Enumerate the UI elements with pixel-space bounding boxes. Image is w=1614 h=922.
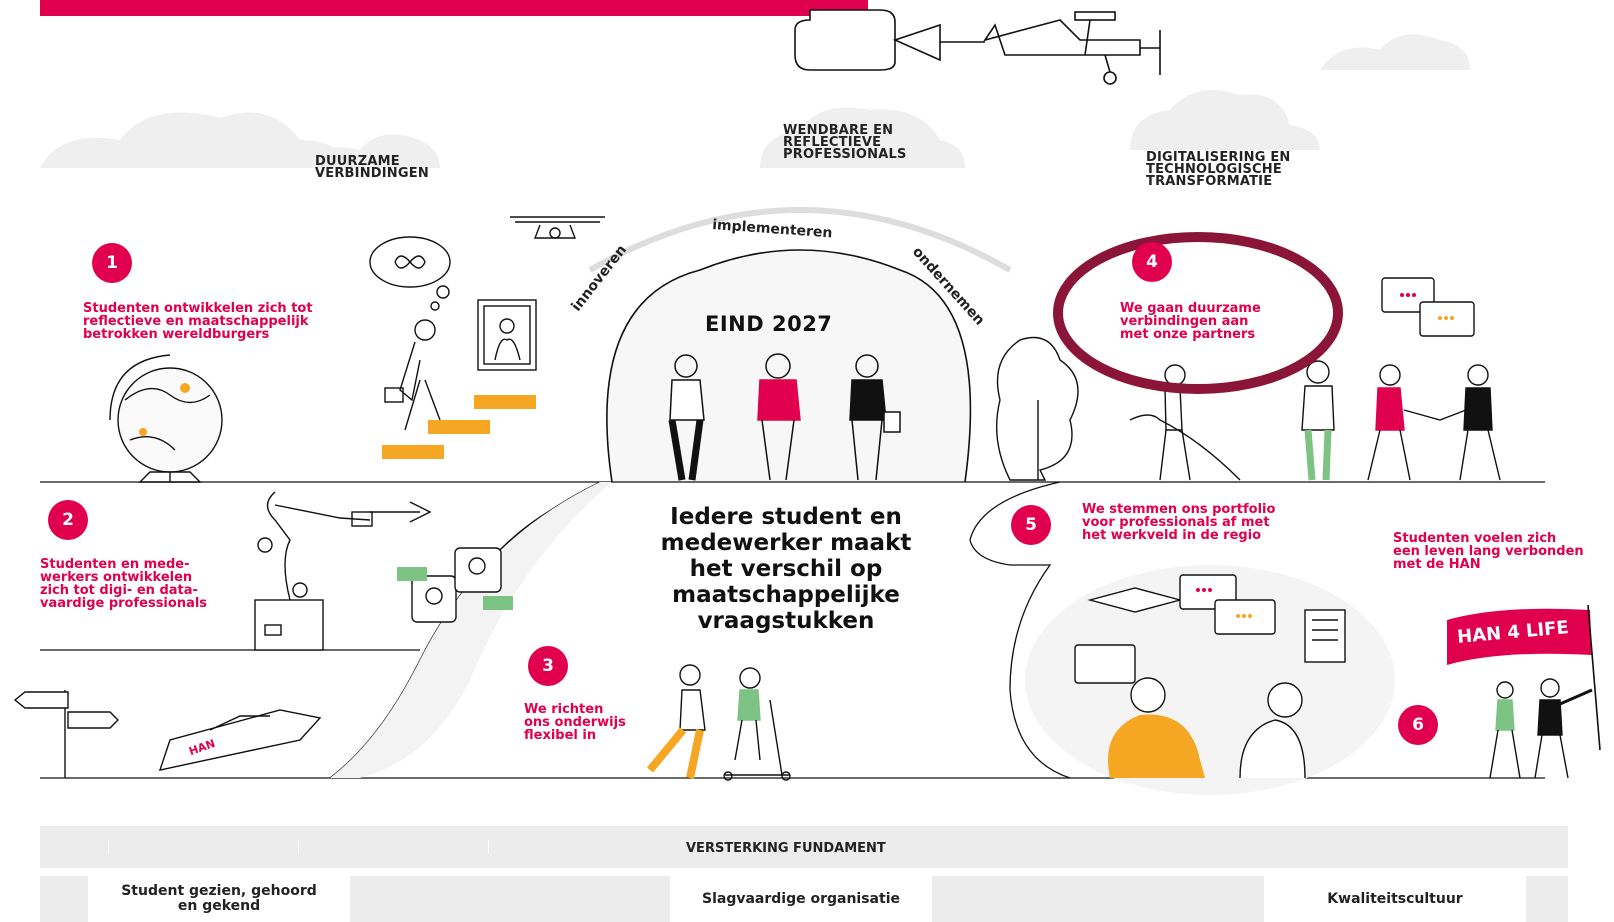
topic-digitalisering: DIGITALISERING EN TECHNOLOGISCHE TRANSFO…	[1146, 150, 1291, 189]
video-call	[411, 547, 502, 623]
dome	[606, 249, 972, 483]
drone-icon	[510, 216, 605, 239]
highlight-ring	[1053, 232, 1343, 394]
pillar-kwaliteitscultuur: Kwaliteitscultuur	[1327, 891, 1463, 907]
arc-word-implementeren: implementeren	[712, 217, 833, 241]
fundament-title: VERSTERKING FUNDAMENT	[686, 841, 886, 856]
pillar-card	[670, 876, 932, 922]
band-divider	[108, 840, 109, 854]
pillar-student-gezien: Student gezien, gehoord en gekend	[121, 883, 317, 914]
fundament-band	[40, 826, 1568, 868]
flag-people	[1489, 678, 1593, 779]
pillar-slagvaardige-organisatie: Slagvaardige organisatie	[701, 891, 900, 907]
band-divider	[298, 840, 299, 854]
chat-chip-1	[397, 567, 427, 581]
top-banner	[40, 0, 868, 16]
pillar-card	[88, 876, 350, 922]
thinking-person	[369, 236, 537, 431]
scooter-people	[646, 664, 791, 781]
clouds	[40, 34, 1470, 168]
speech-bubbles-top	[1381, 277, 1475, 337]
goal-4-badge: 4	[1132, 242, 1172, 282]
arc-word-innoveren: innoveren	[569, 242, 630, 314]
partner-figures	[1129, 360, 1501, 481]
goal-5-text: We stemmen ons portfolio voor profession…	[1082, 502, 1276, 543]
signpost	[13, 690, 119, 778]
goal-3-badge: 3	[528, 646, 568, 686]
goal-5-badge: 5	[1011, 505, 1051, 545]
globe-illustration	[109, 354, 223, 483]
boat	[158, 709, 322, 771]
chat-chip-2	[483, 596, 513, 610]
goal-6-text: Studenten voelen zich een leven lang ver…	[1393, 531, 1584, 572]
goal-1-text: Studenten ontwikkelen zich tot reflectie…	[83, 301, 313, 342]
handshake-person-right	[1239, 719, 1306, 779]
goal-1-badge: 1	[92, 243, 132, 283]
goal-2-text: Studenten en mede- werkers ontwikkelen z…	[40, 557, 208, 611]
goal-3-text: We richten ons onderwijs flexibel in	[524, 702, 626, 743]
portfolio-illustration	[1074, 574, 1346, 684]
right-road	[969, 481, 1071, 779]
mission-statement: Iedere student en medewerker maakt het v…	[660, 504, 912, 634]
stair-2	[428, 420, 490, 434]
stair-1	[382, 445, 444, 459]
robot-arm	[254, 491, 432, 651]
goal-2-badge: 2	[48, 500, 88, 540]
strategy-arc	[588, 207, 1012, 273]
tree	[996, 336, 1079, 481]
topic-wendbare-professionals: WENDBARE EN REFLECTIEVE PROFESSIONALS	[783, 123, 907, 162]
goal-6-badge: 6	[1398, 705, 1438, 745]
plane-illustration	[794, 9, 1161, 85]
goal-4-text: We gaan duurzame verbindingen aan met on…	[1120, 301, 1261, 342]
center-title: EIND 2027	[705, 312, 833, 336]
flag	[1447, 608, 1592, 665]
band-divider	[488, 840, 489, 854]
handshake-person-left	[1108, 714, 1205, 778]
topic-duurzame-verbindingen: DUURZAME VERBINDINGEN	[315, 154, 429, 181]
pillar-card	[1264, 876, 1526, 922]
center-figures	[668, 353, 901, 481]
stair-3	[474, 395, 536, 409]
